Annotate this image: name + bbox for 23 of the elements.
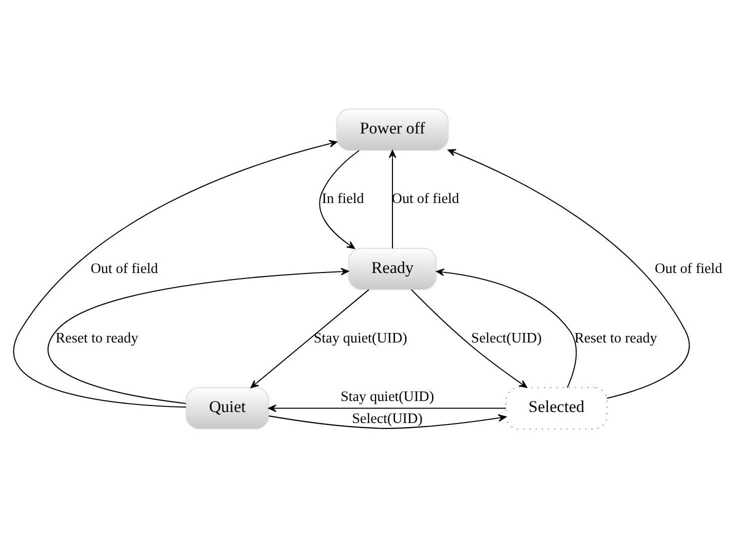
arrow (268, 414, 506, 429)
arrow (388, 150, 396, 248)
edge-label: Out of field (654, 260, 722, 277)
arrow (318, 150, 359, 249)
arrow (250, 289, 369, 388)
arrow (47, 268, 348, 404)
node-box: Power off (336, 108, 448, 151)
arrow (410, 289, 527, 388)
edge-label: Out of field (90, 260, 158, 277)
arrow (268, 404, 506, 412)
arrow (13, 140, 337, 408)
node-box: Ready (348, 248, 436, 290)
arrow (447, 149, 690, 399)
node-box: Selected (504, 387, 608, 430)
edge-label: Select(UID) (470, 330, 542, 346)
edge-label: Stay quiet(UID) (313, 330, 407, 346)
arrow (436, 268, 576, 388)
edge-label: Reset to ready (55, 330, 138, 346)
edge-label: Select(UID) (352, 410, 422, 427)
edge-label: Reset to ready (574, 330, 657, 346)
node-box: Quiet (185, 387, 269, 430)
edge-label: Stay quiet(UID) (340, 389, 434, 406)
edge-label: In field (321, 191, 364, 208)
